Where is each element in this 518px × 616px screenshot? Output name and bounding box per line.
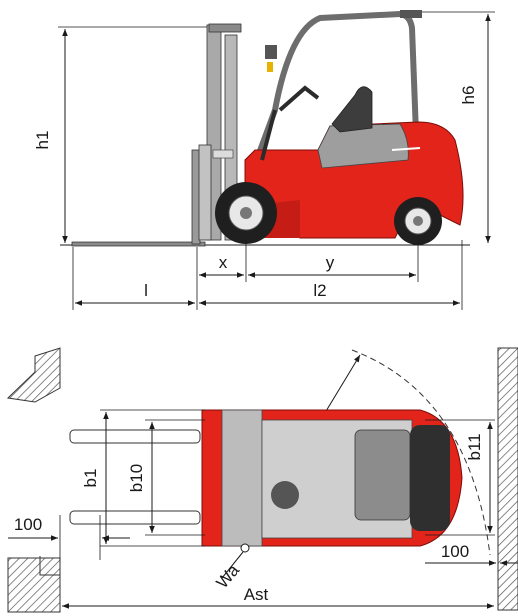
label-b11: b11 bbox=[465, 433, 484, 460]
seat bbox=[331, 86, 373, 133]
overhead-guard bbox=[247, 11, 421, 187]
dimension-x-y: x y bbox=[196, 240, 419, 282]
turning-radius-arc bbox=[351, 349, 491, 556]
label-x: x bbox=[219, 253, 228, 272]
dimension-ast: Ast bbox=[62, 585, 494, 609]
label-l2: l2 bbox=[313, 281, 326, 300]
engine-hood-grey bbox=[317, 123, 409, 169]
label-h6: h6 bbox=[459, 86, 478, 105]
wall-left-upper bbox=[6, 347, 61, 403]
logo-mark bbox=[391, 147, 421, 151]
steering-top bbox=[271, 481, 299, 509]
mast-top bbox=[221, 409, 263, 547]
dimension-h1: h1 bbox=[33, 26, 215, 243]
label-clearance-left: 100 bbox=[14, 515, 42, 534]
steering-column bbox=[260, 109, 277, 161]
label-b10: b10 bbox=[127, 464, 146, 492]
warning-light bbox=[267, 62, 273, 72]
top-view: b1 b10 b11 100 100 Wa bbox=[6, 347, 518, 613]
label-wa: Wa bbox=[213, 560, 244, 592]
steering-wheel bbox=[278, 85, 320, 112]
label-y: y bbox=[326, 253, 335, 272]
label-b1: b1 bbox=[81, 469, 100, 488]
seat-top bbox=[354, 429, 411, 521]
label-h1: h1 bbox=[33, 131, 52, 150]
front-wheel bbox=[215, 182, 277, 244]
label-ast: Ast bbox=[244, 585, 269, 604]
rear-wheel bbox=[394, 197, 442, 245]
label-clearance-right: 100 bbox=[441, 542, 469, 561]
wall-right bbox=[497, 347, 518, 611]
dimension-b1-b10: b1 b10 bbox=[81, 409, 205, 547]
fork-side bbox=[71, 241, 206, 247]
label-l: l bbox=[144, 281, 148, 300]
fork-top-upper bbox=[69, 429, 201, 444]
mirror bbox=[265, 45, 277, 59]
dimension-clearance-left: 100 bbox=[8, 515, 130, 560]
counterweight-top bbox=[410, 425, 450, 531]
dimension-h6: h6 bbox=[410, 11, 495, 243]
guard-light bbox=[400, 10, 422, 18]
dimension-clearance-right: 100 bbox=[425, 542, 518, 566]
dimension-l-l2: l l2 bbox=[72, 240, 463, 310]
wall-left-lower bbox=[7, 557, 61, 613]
fork-top-lower bbox=[69, 510, 201, 525]
dimension-b11: b11 bbox=[425, 419, 495, 536]
side-view: h1 h6 bbox=[33, 10, 495, 310]
wall-left-step bbox=[39, 556, 60, 576]
